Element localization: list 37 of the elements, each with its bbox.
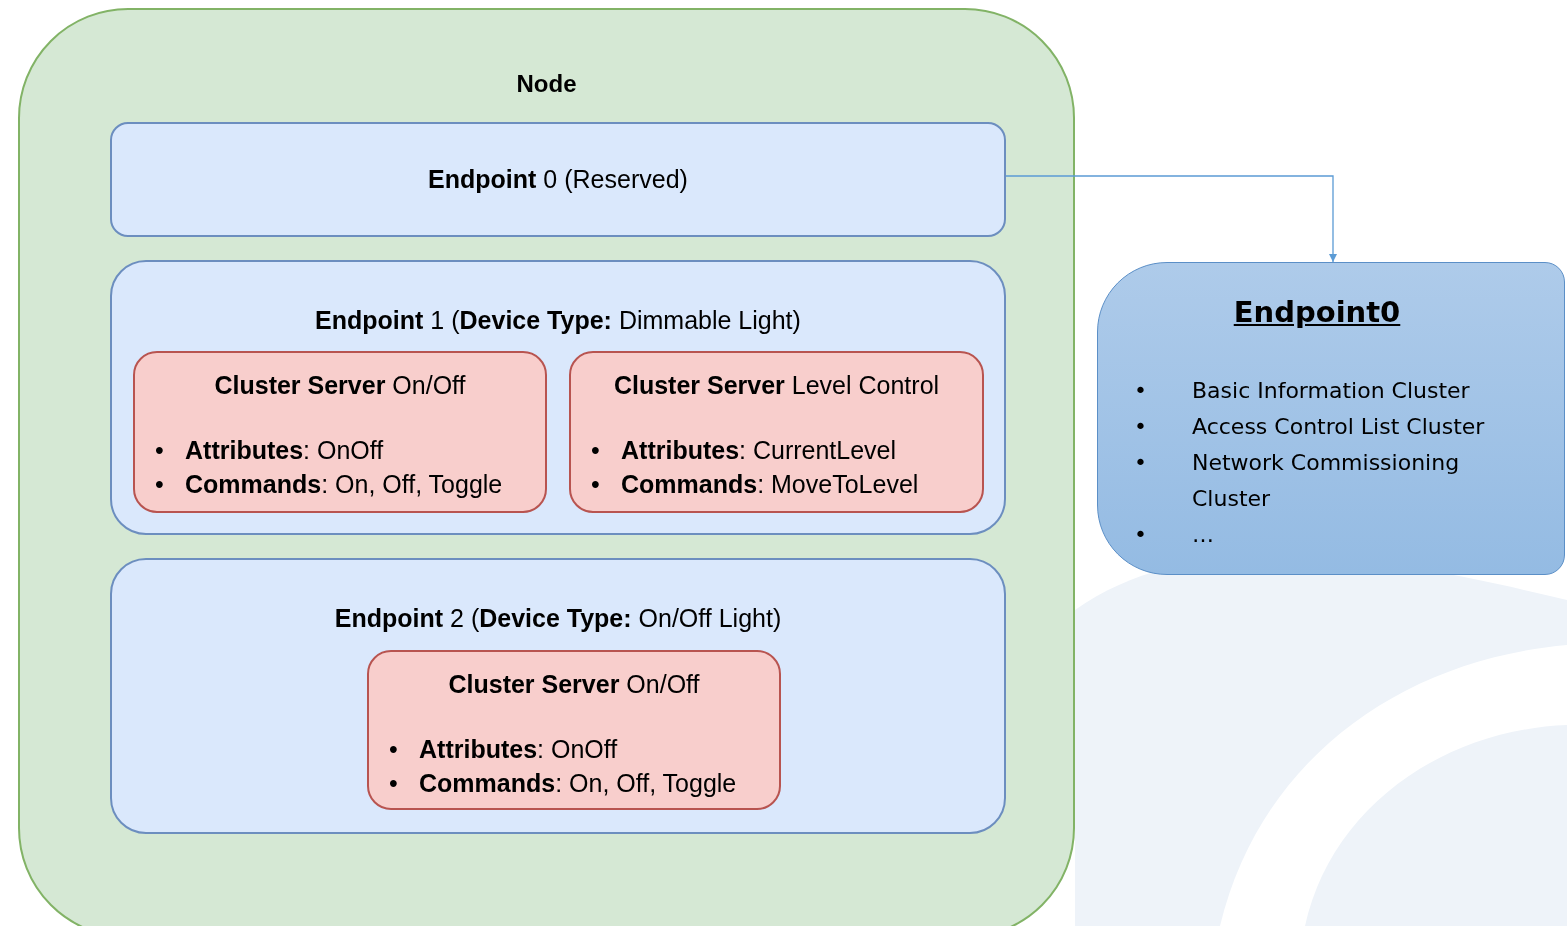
bullet-icon: •: [591, 432, 621, 467]
detail-title: Endpoint0: [1233, 295, 1401, 329]
cluster-title: Cluster Server On/Off: [214, 371, 466, 399]
node-container: [18, 8, 1075, 926]
endpoint-box: [110, 122, 1006, 237]
bullet-icon: •: [1134, 516, 1192, 553]
cluster-item: Network Commissioning Cluster: [1192, 448, 1461, 513]
arrow: [1005, 175, 1337, 263]
node-title: Node: [516, 70, 577, 97]
cluster-title: Cluster Server Level Control: [613, 371, 940, 399]
cluster-item: Commands: On, Off, Toggle: [185, 468, 503, 500]
endpoint-box: [110, 558, 1006, 834]
endpoint-detail-box: [1097, 262, 1565, 575]
cluster-item: Basic Information Cluster: [1192, 376, 1470, 405]
bullet-icon: •: [155, 466, 185, 501]
cluster-title: Cluster Server On/Off: [448, 670, 700, 698]
bullet-icon: •: [155, 432, 185, 467]
bullet-icon: •: [1134, 444, 1192, 517]
bullet-icon: •: [389, 731, 419, 766]
cluster-box: [133, 351, 547, 513]
endpoint-box: [110, 260, 1006, 535]
endpoint-title: Endpoint 2 (Device Type: On/Off Light): [334, 604, 782, 632]
cluster-item: Attributes: OnOff: [419, 733, 618, 765]
cluster-item: Commands: MoveToLevel: [621, 468, 919, 500]
cluster-item: Attributes: OnOff: [185, 434, 384, 466]
bullet-icon: •: [389, 765, 419, 800]
cluster-item: …: [1192, 520, 1214, 549]
bullet-icon: •: [591, 466, 621, 501]
endpoint-title: Endpoint 0 (Reserved): [428, 163, 688, 195]
cluster-box: [367, 650, 781, 810]
cluster-item: Attributes: CurrentLevel: [621, 434, 897, 466]
cluster-item: Access Control List Cluster: [1192, 412, 1485, 441]
cluster-item: Commands: On, Off, Toggle: [419, 767, 737, 799]
bullet-icon: •: [1134, 372, 1192, 409]
bullet-icon: •: [1134, 408, 1192, 445]
cluster-box: [569, 351, 984, 513]
endpoint-title: Endpoint 1 (Device Type: Dimmable Light): [315, 306, 801, 334]
